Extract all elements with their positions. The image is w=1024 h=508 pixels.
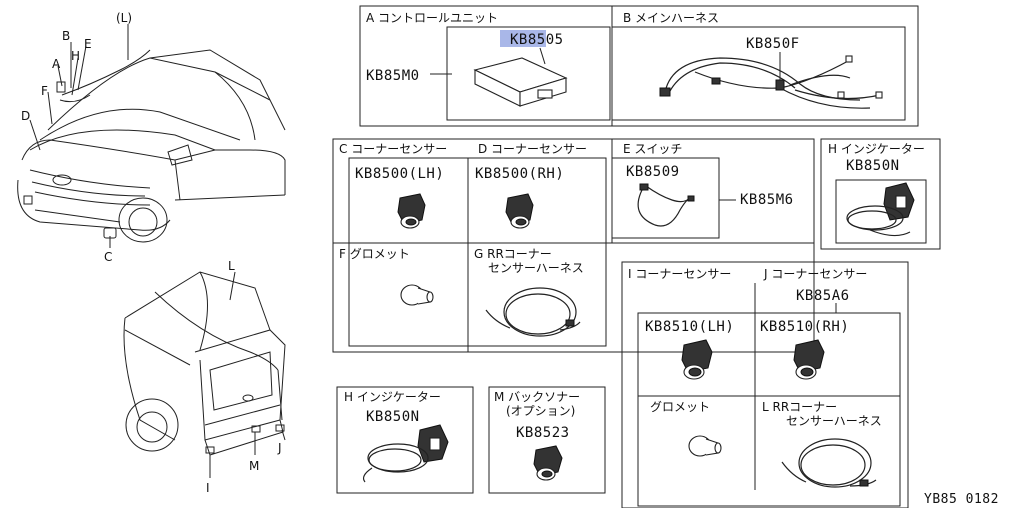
rear-callouts: L I M J — [206, 259, 282, 495]
grommet-2-title: グロメット — [650, 400, 710, 414]
corner-sensor-rh-part — [505, 193, 534, 229]
section-g: G RRコーナー センサーハーネス — [474, 247, 584, 337]
switch-part — [637, 183, 695, 227]
corner-sensor-j-part — [793, 339, 825, 380]
callout-i: I — [206, 481, 210, 495]
callout-harness-l: (L) — [116, 11, 132, 25]
callout-e: E — [84, 37, 92, 51]
callout-j: J — [277, 441, 282, 455]
corner-sensor-lh-part — [397, 193, 426, 229]
control-unit-part — [473, 57, 568, 107]
section-c: C コーナーセンサー KB8500(LH) — [339, 142, 447, 229]
callout-a: A — [52, 57, 61, 71]
callout-h: H — [71, 49, 80, 63]
section-f-title: F グロメット — [339, 247, 410, 261]
callout-l: L — [228, 259, 235, 273]
rr-corner-sensor-harness-l-part — [781, 438, 877, 488]
section-j: J コーナーセンサー KB85A6 KB8510(RH) — [760, 267, 867, 380]
section-h-top: H インジケーター KB850N — [820, 138, 941, 250]
section-j-kit-number: KB85A6 — [796, 288, 850, 304]
section-b: B メインハーネス KB850F — [623, 11, 883, 109]
grommet-2-part — [688, 435, 722, 457]
front-vehicle-illustration — [17, 24, 286, 248]
section-m-part-number: KB8523 — [516, 425, 570, 441]
section-b-title: B メインハーネス — [623, 11, 719, 25]
grommet-part — [400, 284, 434, 306]
section-m: M バックソナー (オプション) KB8523 — [488, 386, 606, 494]
callout-d: D — [21, 109, 30, 123]
section-e: E スイッチ KB8509 KB85M6 — [623, 142, 794, 227]
section-j-part-number: KB8510(RH) — [760, 319, 849, 335]
section-l-title-line2: センサーハーネス — [786, 414, 882, 428]
section-m-title-line1: M バックソナー — [494, 390, 580, 404]
section-a: A コントロールユニット KB8505 KB85M0 — [366, 11, 568, 107]
section-e-part-number: KB8509 — [626, 164, 680, 180]
back-sonar-part — [533, 445, 563, 481]
diagram-code: YB85 0182 — [924, 492, 999, 507]
section-e-title: E スイッチ — [623, 142, 682, 156]
section-g-title-line2: センサーハーネス — [488, 261, 584, 275]
section-f: F グロメット — [339, 247, 434, 306]
section-h-bottom-part-number: KB850N — [366, 409, 420, 425]
section-h-bottom-title: H インジケーター — [344, 390, 441, 404]
section-h-top-title: H インジケーター — [828, 142, 925, 156]
corner-sensor-i-part — [681, 339, 713, 380]
section-i-title: I コーナーセンサー — [628, 267, 731, 281]
callout-c: C — [104, 250, 112, 264]
indicator-part-top — [846, 182, 915, 237]
section-c-part-number: KB8500(LH) — [355, 166, 444, 182]
section-a-assembly-number: KB85M0 — [366, 68, 420, 84]
part-number-highlight — [500, 30, 546, 47]
section-cdefg-box — [332, 138, 815, 353]
callout-b: B — [62, 29, 70, 43]
section-d-title: D コーナーセンサー — [478, 142, 587, 156]
callout-f: F — [41, 84, 48, 98]
section-i: I コーナーセンサー KB8510(LH) — [628, 267, 734, 380]
section-l: L RRコーナー センサーハーネス — [762, 400, 882, 488]
section-grommet-2: グロメット — [650, 400, 722, 457]
section-b-part-number: KB850F — [746, 36, 800, 52]
section-g-title-line1: G RRコーナー — [474, 247, 552, 261]
indicator-part-bottom — [362, 424, 449, 483]
front-callouts: (L) B E A H F D C — [21, 11, 132, 264]
callout-m: M — [249, 459, 259, 473]
section-j-title: J コーナーセンサー — [763, 267, 867, 281]
section-d-part-number: KB8500(RH) — [475, 166, 564, 182]
section-d: D コーナーセンサー KB8500(RH) — [475, 142, 587, 229]
section-e-kit-number: KB85M6 — [740, 192, 794, 208]
rear-vehicle-illustration — [123, 271, 286, 478]
section-a-part-number: KB8505 — [510, 32, 564, 48]
rr-corner-sensor-harness-part — [485, 287, 581, 337]
section-h-bottom: H インジケーター KB850N — [336, 386, 474, 494]
section-ij-box — [621, 261, 909, 508]
section-c-title: C コーナーセンサー — [339, 142, 447, 156]
section-h-top-part-number: KB850N — [846, 158, 900, 174]
section-i-part-number: KB8510(LH) — [645, 319, 734, 335]
section-a-title: A コントロールユニット — [366, 11, 498, 25]
section-l-title-line1: L RRコーナー — [762, 400, 837, 414]
section-m-title-line2: (オプション) — [506, 404, 575, 418]
main-harness-part — [659, 55, 883, 109]
